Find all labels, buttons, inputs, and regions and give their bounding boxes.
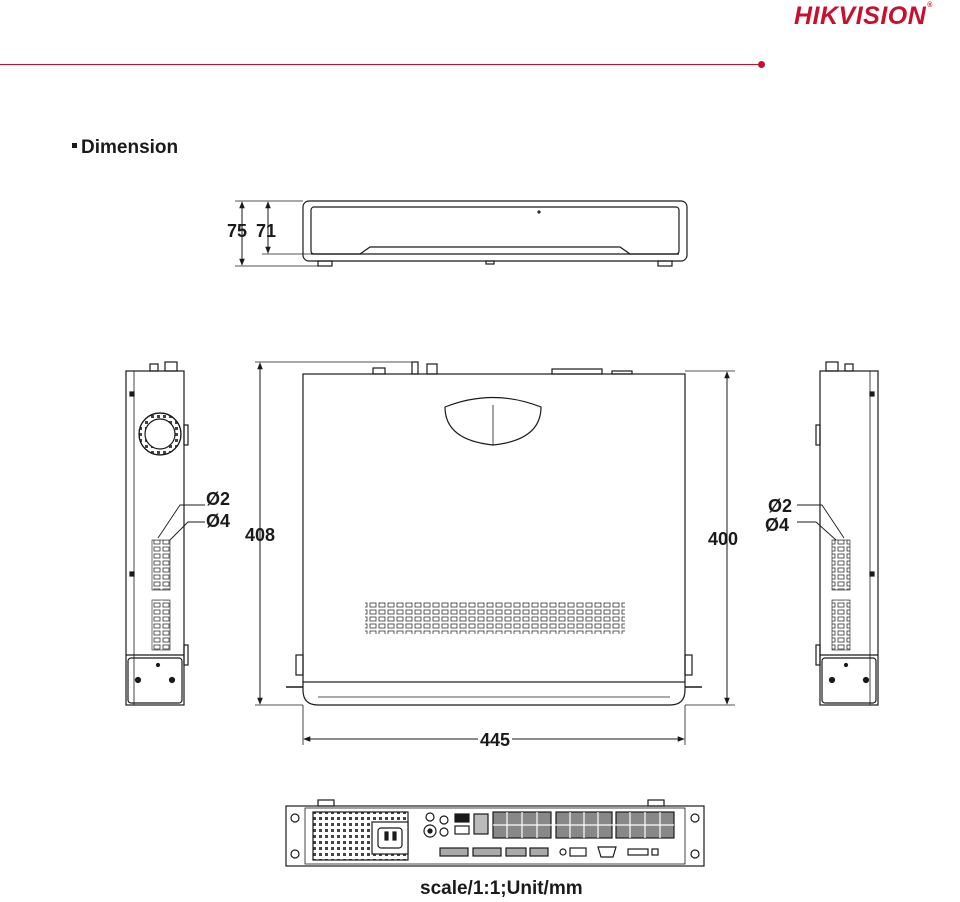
left-vents-lower — [151, 599, 171, 651]
top-vent-slots — [365, 602, 625, 634]
top-handle-recess — [444, 396, 542, 446]
rear-view — [285, 799, 705, 867]
right-side-foot — [821, 657, 877, 704]
front-panel — [310, 206, 680, 255]
front-bevel — [311, 246, 679, 255]
dim-label-400: 400 — [708, 529, 739, 549]
rear-terminal-blocks — [439, 847, 549, 857]
dim-label-71: 71 — [256, 221, 277, 241]
section-title-text: Dimension — [81, 137, 179, 158]
top-front-bezel — [302, 682, 686, 706]
left-side-foot — [127, 657, 183, 704]
right-hole-label-large: Ø4 — [765, 515, 790, 535]
brand-logo-text: HIKVISION — [794, 2, 927, 30]
left-side-view — [125, 361, 205, 706]
header-rule — [0, 64, 760, 65]
section-title: Dimension — [72, 137, 178, 159]
dim-label-75: 75 — [227, 221, 248, 241]
top-body — [302, 373, 686, 683]
dim-label-408: 408 — [245, 525, 276, 545]
registered-mark: ® — [927, 2, 933, 9]
left-hole-label-large: Ø4 — [206, 511, 231, 531]
left-hole-label-small: Ø2 — [206, 489, 231, 509]
front-body — [302, 200, 688, 262]
bullet-square-icon — [72, 143, 77, 149]
front-foot-right — [657, 260, 673, 267]
front-led — [537, 210, 541, 214]
rear-body — [285, 805, 705, 867]
right-hole-label-small: Ø2 — [768, 496, 793, 516]
rear-vga-port — [597, 846, 617, 858]
left-vents-upper — [151, 539, 171, 591]
front-view — [235, 200, 688, 267]
front-foot-center — [485, 260, 495, 265]
rear-rj45-ports — [492, 811, 675, 839]
brand-logo: HIKVISION® — [794, 2, 933, 31]
right-side-view — [797, 361, 879, 706]
dim-label-445: 445 — [478, 730, 513, 750]
top-view — [255, 361, 735, 745]
right-vents-lower — [831, 599, 851, 651]
scale-note: scale/1:1;Unit/mm — [420, 878, 583, 899]
front-foot-left — [317, 260, 333, 267]
header-rule-dot — [758, 61, 765, 68]
right-vents-upper — [831, 539, 851, 591]
